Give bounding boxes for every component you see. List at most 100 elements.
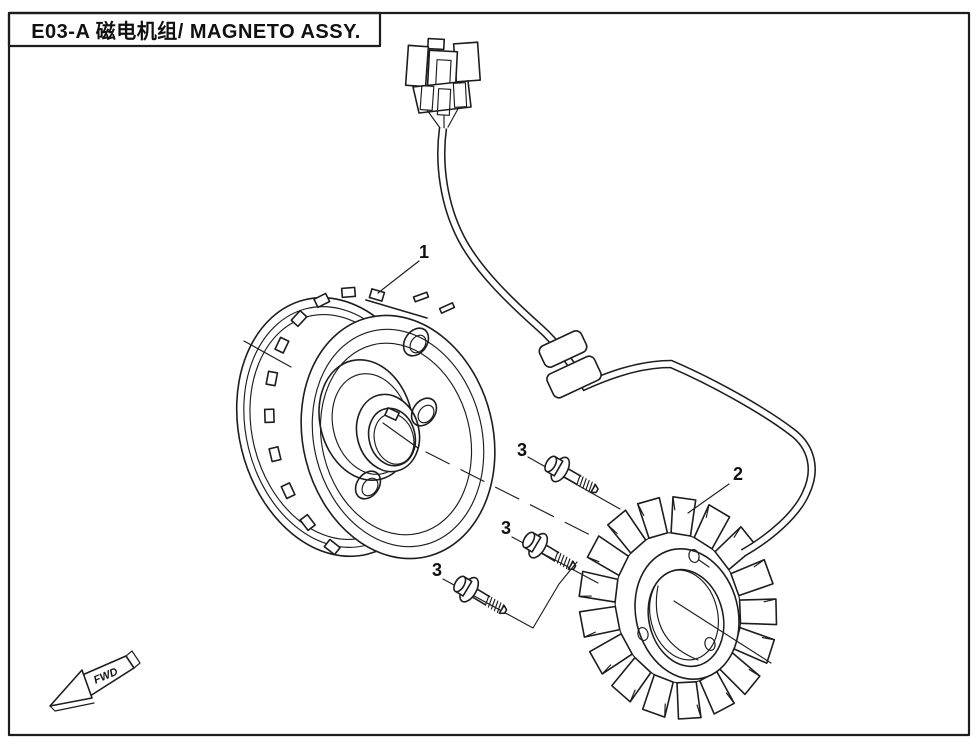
title-block: E03-A 磁电机组/ MAGNETO ASSY. <box>7 11 382 48</box>
assembly-axis <box>243 340 597 539</box>
bolt-callout-b: 3 <box>501 518 599 584</box>
callout-number: 1 <box>419 242 429 262</box>
drawing-frame <box>7 11 971 737</box>
callout-leader <box>442 561 578 629</box>
axis-segment <box>382 422 419 449</box>
flange-bolt <box>517 525 583 580</box>
stator-tooth-edge <box>705 504 710 518</box>
hole-inner <box>409 334 427 354</box>
stator-tooth-edge <box>763 598 777 603</box>
stator-tooth <box>578 605 621 638</box>
stator-tooth <box>676 681 702 720</box>
connector-pin-housing <box>404 44 430 88</box>
connector-lower-body <box>412 80 472 114</box>
callout-number: 3 <box>501 518 511 538</box>
fwd-arrow-edge <box>49 702 95 712</box>
callout-number: 2 <box>733 464 743 484</box>
stator-tooth <box>588 633 633 675</box>
stator-mount-hole <box>688 549 700 563</box>
flywheel-bolt-hole <box>354 470 382 500</box>
magnet-mark <box>263 408 275 424</box>
stator-tooth <box>611 656 652 703</box>
stator-tooth <box>578 570 619 603</box>
callout-leader <box>377 260 420 294</box>
flywheel-face-recess <box>319 342 473 536</box>
magnet-mark <box>412 291 430 303</box>
connector-terminal <box>452 82 468 108</box>
stator-tooth <box>607 509 647 554</box>
bolt-callout-c: 3 <box>432 560 578 629</box>
flywheel-marks <box>263 286 386 556</box>
stator-tooth-edge <box>696 704 702 719</box>
rubber-grommet <box>538 330 602 399</box>
connector-latch <box>426 37 446 51</box>
magnet-mark <box>323 538 341 556</box>
callout-number: 3 <box>432 560 442 580</box>
flywheel-callout: 1 <box>377 242 429 294</box>
harness-outline <box>437 127 816 557</box>
stator-tooth-edge <box>761 637 775 641</box>
stator-mount-hole <box>637 627 649 641</box>
bolt-callout-a: 3 <box>517 440 621 510</box>
stator-tooth <box>586 535 630 577</box>
stator-tooth-edge <box>583 631 596 638</box>
stator-tooth-edge <box>733 526 742 538</box>
magnet-mark <box>274 336 290 354</box>
stator-tooth-edge <box>629 689 636 703</box>
stator-tooth <box>670 496 697 537</box>
stator-bore-shadow <box>655 585 699 661</box>
stator-tooth-edge <box>672 496 676 511</box>
magnet-mark <box>340 286 357 299</box>
wiring-harness <box>437 127 816 557</box>
callout-number: 3 <box>517 440 527 460</box>
hole-outer <box>410 397 438 427</box>
stator-mount-hole-tick <box>698 559 710 568</box>
stator-tooth-edge <box>607 524 618 535</box>
stator-tooth-edge <box>725 692 735 704</box>
title-box <box>7 11 382 48</box>
stator <box>578 496 778 720</box>
magnet-mark <box>438 302 456 314</box>
stator-tooth-edge <box>664 703 666 718</box>
connector-wire-fan <box>426 106 460 129</box>
stator-mount-hole <box>704 637 716 651</box>
stator-teeth <box>578 496 778 720</box>
magnet-mark <box>299 513 317 532</box>
stator-tooth-edge <box>748 668 761 677</box>
stator-tooth <box>730 558 774 597</box>
magnet-mark <box>268 446 282 463</box>
flywheel-bolt-hole <box>402 327 430 357</box>
grommet-block <box>538 330 588 368</box>
stator-tooth-edge <box>601 664 612 675</box>
stator-tooth-edge <box>586 556 600 563</box>
connector-terminal <box>419 85 435 111</box>
shaft-hole <box>367 407 417 467</box>
grommet-block <box>546 355 602 399</box>
fwd-direction-marker: FWD <box>49 650 141 712</box>
stator-tooth <box>738 598 778 626</box>
stator-tooth <box>693 504 731 550</box>
magnet-mark <box>280 482 296 500</box>
flywheel-face-ring <box>311 328 485 548</box>
diagram-title: E03-A 磁电机组/ MAGNETO ASSY. <box>31 19 361 43</box>
stator-axis-line <box>673 600 772 664</box>
magnet-mark <box>290 309 308 328</box>
hole-inner <box>361 477 379 497</box>
stator-tooth <box>636 496 669 539</box>
flange-bolt <box>448 569 514 624</box>
hole-outer <box>354 470 382 500</box>
stator-tooth-edge <box>637 503 645 516</box>
magnet-mark <box>313 292 331 309</box>
wiring-connector <box>404 37 482 129</box>
fwd-arrow-head <box>49 669 93 707</box>
flywheel-bolt-hole <box>410 397 438 427</box>
hole-inner <box>417 404 435 424</box>
hole-outer <box>402 327 430 357</box>
stator-tooth <box>641 673 674 718</box>
axis-segment <box>243 340 292 368</box>
fwd-arrow-edge <box>125 650 141 669</box>
keyway-tab <box>384 407 400 421</box>
magnet-mark <box>368 288 386 302</box>
stator-callout: 2 <box>687 464 743 514</box>
